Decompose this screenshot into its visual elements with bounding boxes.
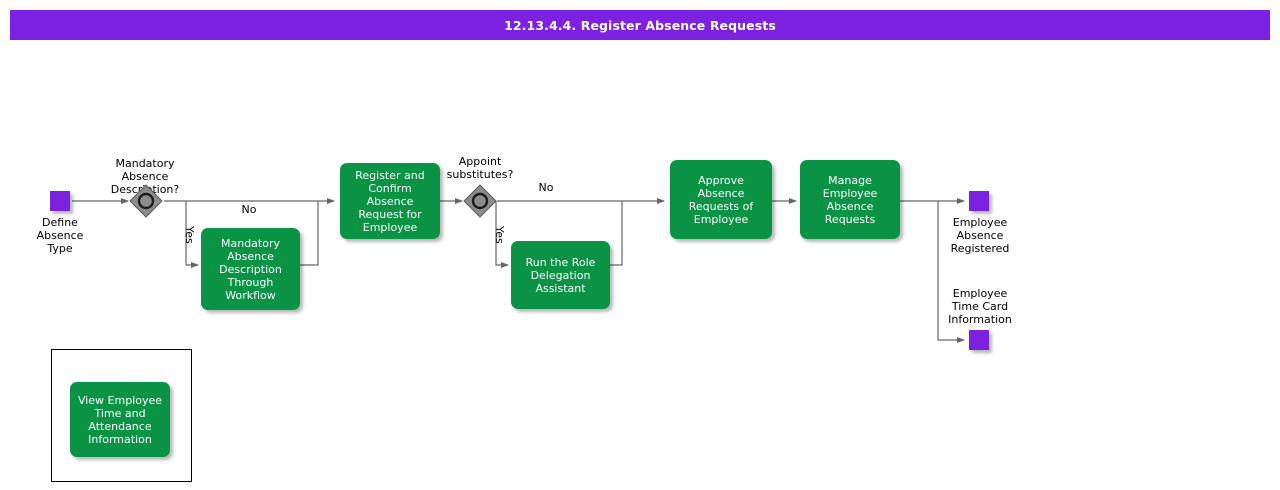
task-manage-employee-absence-requests[interactable]: Manage Employee Absence Requests xyxy=(800,160,900,239)
task-run-the-role-delegation-assistant[interactable]: Run the Role Delegation Assistant xyxy=(511,241,610,309)
task-approve-absence-requests-of-employee[interactable]: Approve Absence Requests of Employee xyxy=(670,160,772,239)
end-event-employee-time-card-information[interactable] xyxy=(969,330,989,350)
gateway-appoint-substitutes-label: Appoint substitutes? xyxy=(446,155,514,181)
edge-workflow-rejoin xyxy=(300,201,319,266)
task-view-employee-time-and-attendance-information[interactable]: View Employee Time and Attendance Inform… xyxy=(70,382,170,457)
edge-label-gateway2-no: No xyxy=(538,181,554,194)
task-label: Approve Absence Requests of Employee xyxy=(688,173,754,226)
gateway-mandatory-absence-description-label: Mandatory Absence Description? xyxy=(111,157,180,196)
gateway-mandatory-absence-description[interactable] xyxy=(129,184,163,218)
edge-label-gateway1-yes: Yes xyxy=(183,226,196,244)
task-label: View Employee Time and Attendance Inform… xyxy=(77,393,163,446)
end-event-employee-absence-registered-label: Employee Absence Registered xyxy=(950,216,1010,255)
task-mandatory-absence-description-through-workflow[interactable]: Mandatory Absence Description Through Wo… xyxy=(201,228,300,310)
task-label: Run the Role Delegation Assistant xyxy=(525,255,596,295)
task-label: Mandatory Absence Description Through Wo… xyxy=(219,236,282,302)
page-title: 12.13.4.4. Register Absence Requests xyxy=(504,17,776,33)
edge-delegation-rejoin xyxy=(610,201,623,266)
edge-label-gateway2-yes: Yes xyxy=(493,226,506,244)
end-event-employee-absence-registered[interactable] xyxy=(969,191,989,211)
end-event-employee-time-card-information-label: Employee Time Card Information xyxy=(948,287,1012,326)
start-event-define-absence-type[interactable] xyxy=(50,191,70,211)
page-title-bar: 12.13.4.4. Register Absence Requests xyxy=(10,10,1270,40)
edge-label-gateway1-no: No xyxy=(241,203,257,216)
task-label: Register and Confirm Absence Request for… xyxy=(355,168,425,234)
start-event-define-absence-type-label: Define Absence Type xyxy=(36,216,84,255)
task-register-and-confirm-absence-request-for-employee[interactable]: Register and Confirm Absence Request for… xyxy=(340,163,440,239)
gateway-appoint-substitutes[interactable] xyxy=(463,184,497,218)
task-label: Manage Employee Absence Requests xyxy=(822,173,878,226)
